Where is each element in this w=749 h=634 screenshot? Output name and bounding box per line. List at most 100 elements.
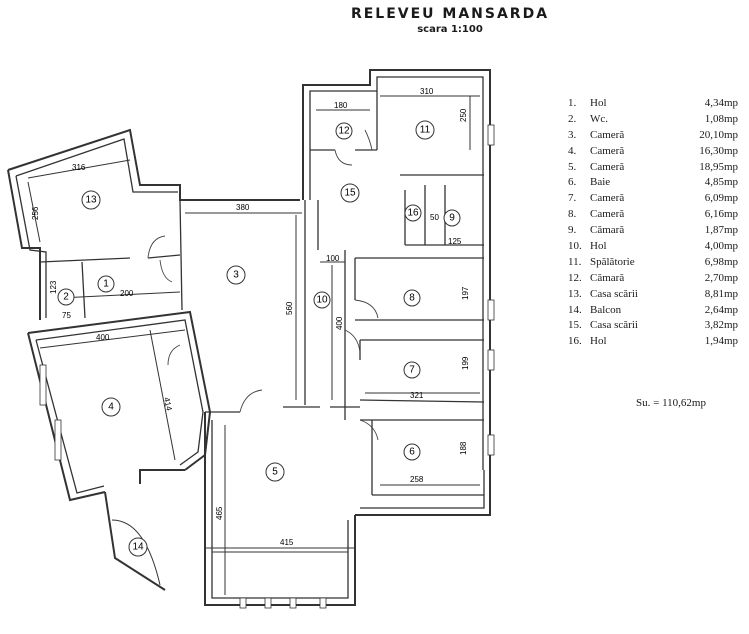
room-marker-10: 10 bbox=[313, 291, 331, 309]
legend-room-number: 9. bbox=[568, 224, 577, 237]
svg-text:12: 12 bbox=[338, 126, 350, 137]
legend-room-number: 16. bbox=[568, 335, 582, 348]
dim-465: 465 bbox=[215, 506, 224, 520]
dim-123: 123 bbox=[49, 280, 58, 294]
svg-text:14: 14 bbox=[132, 542, 144, 553]
legend-room-name: Cameră bbox=[590, 144, 625, 157]
svg-text:16: 16 bbox=[407, 208, 419, 219]
room-marker-12: 12 bbox=[335, 122, 353, 140]
legend-room-area: 4,85mp bbox=[704, 176, 738, 189]
legend-room-name: Spălătorie bbox=[590, 255, 635, 268]
svg-text:9: 9 bbox=[449, 213, 455, 224]
svg-text:8: 8 bbox=[409, 293, 415, 304]
legend-room-area: 6,09mp bbox=[704, 192, 738, 205]
legend-room-area: 4,00mp bbox=[704, 240, 738, 253]
legend-room-name: Hol bbox=[590, 97, 607, 109]
room-marker-13: 13 bbox=[81, 190, 101, 210]
svg-text:5: 5 bbox=[272, 467, 278, 478]
legend-room-name: Balcon bbox=[590, 303, 622, 316]
legend-row: 2. Wc. 1,08mp bbox=[568, 112, 738, 128]
dimension-lines bbox=[27, 95, 480, 595]
svg-text:10: 10 bbox=[316, 295, 328, 306]
dim-200: 200 bbox=[120, 289, 134, 298]
dim-310: 310 bbox=[420, 87, 434, 96]
room-markers: 1 2 3 4 5 6 7 8 9 10 11 12 13 14 15 16 bbox=[57, 120, 461, 557]
svg-text:1: 1 bbox=[103, 279, 109, 290]
room-marker-1: 1 bbox=[97, 275, 115, 293]
room-marker-16: 16 bbox=[404, 204, 422, 222]
legend-room-number: 1. bbox=[568, 97, 577, 109]
dim-414: 414 bbox=[162, 397, 174, 412]
room-marker-9: 9 bbox=[443, 209, 461, 227]
dim-250: 250 bbox=[459, 108, 468, 122]
legend-room-area: 6,16mp bbox=[704, 208, 738, 221]
legend-row: 15. Casa scării 3,82mp bbox=[568, 318, 738, 334]
door-swings bbox=[147, 129, 379, 441]
dim-321: 321 bbox=[410, 391, 424, 400]
room-marker-6: 6 bbox=[403, 443, 421, 461]
room-marker-8: 8 bbox=[403, 289, 421, 307]
legend-room-area: 3,82mp bbox=[704, 319, 738, 332]
room-marker-2: 2 bbox=[57, 288, 75, 306]
dim-256: 256 bbox=[31, 206, 40, 220]
dim-316: 316 bbox=[72, 163, 86, 172]
legend-room-number: 15. bbox=[568, 319, 582, 332]
dim-380: 380 bbox=[236, 203, 250, 212]
legend-room-name: Casa scării bbox=[590, 287, 638, 300]
svg-text:3: 3 bbox=[233, 270, 239, 281]
svg-text:6: 6 bbox=[409, 447, 415, 458]
outer-walls bbox=[7, 69, 495, 609]
legend-room-name: Wc. bbox=[590, 112, 609, 125]
legend-room-area: 20,10mp bbox=[699, 128, 738, 141]
legend-room-name: Casa scării bbox=[590, 319, 638, 332]
legend-room-name: Hol bbox=[590, 335, 607, 348]
legend-room-area: 1,87mp bbox=[704, 224, 738, 237]
legend-room-number: 8. bbox=[568, 208, 577, 221]
svg-text:13: 13 bbox=[85, 195, 97, 206]
dim-75: 75 bbox=[62, 311, 71, 320]
room-marker-11: 11 bbox=[415, 120, 435, 140]
legend-room-number: 12. bbox=[568, 271, 582, 284]
svg-text:4: 4 bbox=[108, 402, 114, 413]
legend-room-number: 6. bbox=[568, 176, 577, 189]
legend-room-area: 1,08mp bbox=[704, 112, 738, 125]
dim-125: 125 bbox=[448, 237, 462, 246]
dim-199: 199 bbox=[461, 356, 470, 370]
legend-room-name: Cameră bbox=[590, 208, 625, 221]
dim-180: 180 bbox=[334, 101, 348, 110]
legend-room-area: 16,30mp bbox=[699, 144, 738, 157]
room-marker-7: 7 bbox=[403, 361, 421, 379]
interior-walls bbox=[39, 91, 485, 496]
dim-400-hall: 400 bbox=[335, 316, 344, 330]
legend-room-name: Baie bbox=[590, 176, 611, 189]
room-marker-15: 15 bbox=[340, 183, 360, 203]
legend-room-area: 6,98mp bbox=[704, 255, 738, 268]
plan-scale: scara 1:100 bbox=[417, 24, 483, 35]
dim-258: 258 bbox=[410, 475, 424, 484]
dim-50: 50 bbox=[430, 213, 439, 222]
room-marker-5: 5 bbox=[265, 462, 285, 482]
legend-room-number: 3. bbox=[568, 128, 577, 141]
svg-text:2: 2 bbox=[63, 292, 69, 303]
legend-row: 11. Spălătorie 6,98mp bbox=[568, 255, 738, 271]
room-marker-4: 4 bbox=[101, 397, 121, 417]
dim-560: 560 bbox=[285, 301, 294, 315]
plan-title: RELEVEU MANSARDA bbox=[350, 6, 550, 22]
legend-room-area: 2,64mp bbox=[704, 303, 738, 316]
legend-room-number: 11. bbox=[568, 255, 582, 268]
legend-room-number: 10. bbox=[568, 240, 582, 253]
legend-room-number: 2. bbox=[568, 112, 577, 125]
svg-text:15: 15 bbox=[344, 188, 356, 199]
svg-text:7: 7 bbox=[409, 365, 415, 376]
legend-room-number: 13. bbox=[568, 287, 582, 300]
legend-room-area: 2,70mp bbox=[704, 271, 738, 284]
